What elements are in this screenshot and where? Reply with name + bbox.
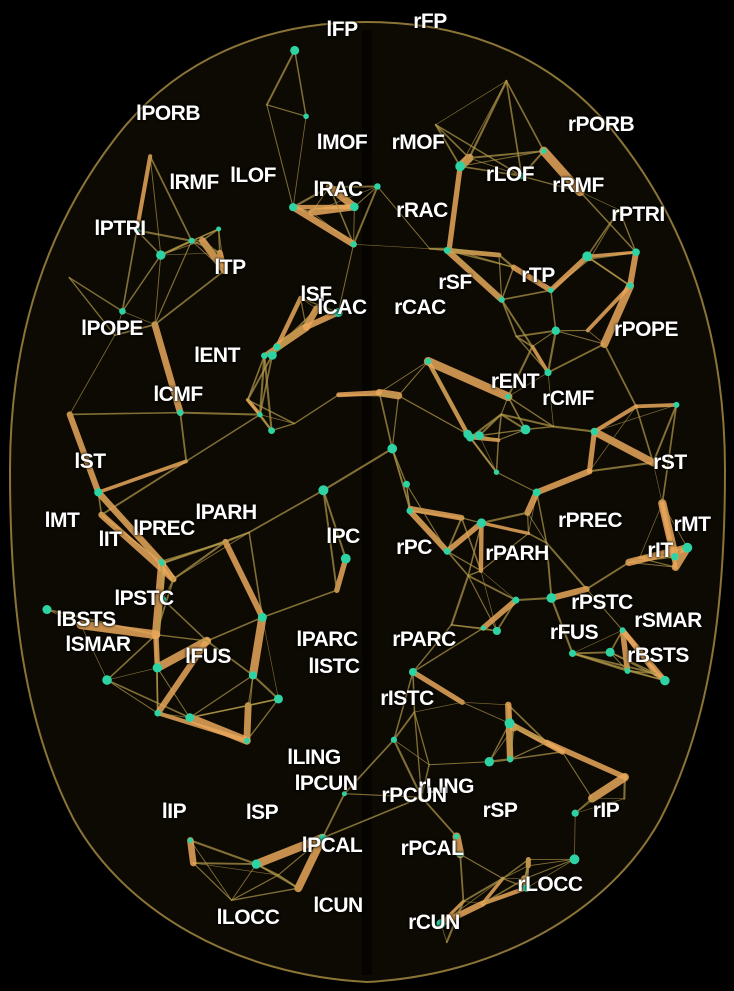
network-node (572, 810, 579, 817)
network-node (185, 713, 194, 722)
network-node (403, 481, 410, 488)
network-node (682, 543, 692, 553)
network-node (42, 605, 51, 614)
network-node (409, 668, 417, 676)
network-node (425, 358, 431, 364)
connection-edge (510, 723, 511, 759)
network-node (102, 675, 112, 685)
network-node (673, 402, 679, 408)
network-node (303, 114, 309, 120)
network-node (258, 613, 267, 622)
network-node (481, 626, 486, 631)
network-node (591, 428, 598, 435)
network-node (268, 427, 275, 434)
network-node (457, 851, 463, 857)
network-node (444, 548, 451, 555)
network-node (477, 518, 486, 527)
network-node (252, 860, 261, 869)
network-node (387, 444, 397, 454)
network-node (350, 241, 356, 247)
network-node (547, 593, 557, 603)
network-node (406, 508, 412, 514)
network-node (177, 409, 183, 415)
network-node (512, 597, 519, 604)
network-node (620, 627, 626, 633)
connection-edge (573, 652, 611, 653)
connection-edge (190, 840, 193, 863)
connection-edge (636, 405, 676, 406)
network-node (475, 431, 484, 440)
network-node (134, 227, 140, 233)
network-node (216, 226, 221, 231)
network-node (548, 287, 554, 293)
network-node (627, 282, 634, 289)
network-node (334, 308, 343, 317)
network-node (94, 488, 102, 496)
network-node (632, 248, 640, 256)
network-node (454, 834, 460, 840)
network-node (374, 183, 380, 189)
network-node (544, 369, 551, 376)
network-node (257, 412, 262, 417)
network-node (391, 737, 397, 743)
network-node (350, 203, 359, 212)
network-node (606, 648, 615, 657)
connection-edge (329, 186, 377, 187)
network-node (244, 738, 250, 744)
network-node (273, 343, 280, 350)
network-node (274, 694, 283, 703)
network-node (160, 596, 167, 603)
network-node (485, 757, 494, 766)
network-node (552, 327, 560, 335)
network-node (158, 559, 163, 564)
network-node (189, 238, 195, 244)
network-node (569, 650, 576, 657)
network-node (518, 173, 524, 179)
connection-edge (481, 523, 482, 571)
connection-edge (156, 635, 157, 668)
network-node (119, 308, 126, 315)
network-node (153, 663, 162, 672)
network-node (625, 668, 631, 674)
network-node (582, 251, 592, 261)
network-node (342, 791, 347, 796)
network-node (570, 854, 580, 864)
connection-edge (193, 863, 256, 864)
network-node (455, 161, 465, 171)
network-node (494, 469, 499, 474)
network-node (249, 671, 257, 679)
network-node (188, 838, 193, 843)
network-node (493, 627, 501, 635)
network-node (319, 834, 326, 841)
network-node (660, 676, 669, 685)
network-node (523, 884, 531, 892)
network-node (289, 203, 297, 211)
network-node (671, 553, 678, 560)
network-node (444, 247, 451, 254)
network-node (521, 425, 531, 435)
network-node (505, 718, 515, 728)
network-node (463, 430, 472, 439)
network-node (541, 148, 547, 154)
network-node (533, 488, 541, 496)
network-node (268, 351, 277, 360)
network-node (341, 554, 351, 564)
network-node (436, 919, 445, 928)
network-node (505, 394, 510, 399)
network-node (318, 485, 328, 495)
network-node (261, 352, 268, 359)
network-node (507, 756, 513, 762)
network-node (499, 297, 505, 303)
network-node (156, 250, 165, 259)
network-node (154, 710, 161, 717)
connection-edge (339, 393, 380, 395)
network-node (290, 46, 299, 55)
